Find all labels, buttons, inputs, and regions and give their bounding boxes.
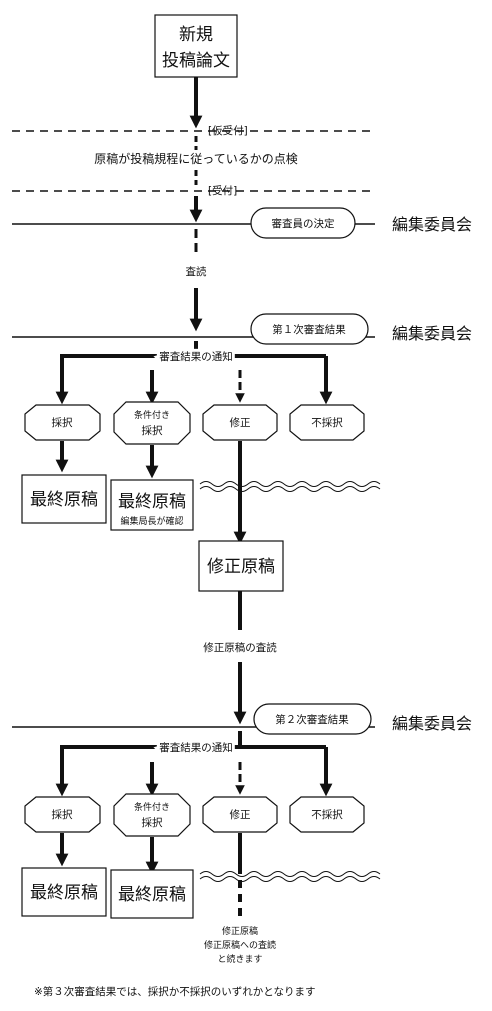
new-submission-box: 新規 投稿論文 (154, 14, 238, 78)
round1-adopt-label: 採択 (52, 416, 73, 429)
round1-conditional-final-label: 最終原稿 (118, 492, 186, 512)
footnote: ※第３次審査結果では、採択か不採択のいずれかとなります (34, 985, 315, 998)
round2-adopt-label: 採択 (52, 808, 73, 821)
round2-final-label: 最終原稿 (30, 883, 98, 903)
round2-revise-label: 修正 (230, 808, 251, 821)
round1-adopt-node: 採択 (24, 404, 101, 441)
round1-reject-label: 不採択 (311, 416, 343, 429)
first-review-result-label: 第１次審査結果 (272, 323, 346, 336)
continuation-line1: 修正原稿 (222, 925, 258, 937)
revised-review-label: 修正原稿の査読 (203, 641, 277, 654)
round2-conditional-line2: 採択 (142, 816, 163, 829)
revised-manuscript-label: 修正原稿 (207, 557, 275, 577)
result-notice-label-2: 審査結果の通知 (159, 741, 233, 754)
round2-conditional-final-label: 最終原稿 (118, 885, 186, 905)
round1-final-label: 最終原稿 (30, 490, 98, 510)
new-submission-line2: 投稿論文 (162, 51, 230, 71)
round1-final-box: 最終原稿 (21, 474, 107, 524)
round2-reject-node: 不採択 (289, 796, 365, 833)
second-review-result-label: 第２次審査結果 (275, 713, 349, 726)
peer-review-label: 査読 (186, 265, 207, 278)
continuation-line3: と続きます (217, 953, 262, 965)
continuation-line2: 修正原稿への査読 (204, 939, 276, 951)
round2-final-box: 最終原稿 (21, 867, 107, 917)
round2-adopt-node: 採択 (24, 796, 101, 833)
acceptance-label: [受付] (208, 184, 237, 197)
reviewer-decision-pill (250, 207, 356, 239)
reviewer-decision-label: 審査員の決定 (272, 217, 335, 230)
editor-confirmation-note: 編集局長が確認 (120, 515, 183, 527)
new-submission-line1: 新規 (179, 25, 213, 45)
revised-manuscript-box: 修正原稿 (198, 540, 284, 592)
provisional-acceptance-label: [仮受付] (208, 124, 248, 137)
result-notice-label-1: 審査結果の通知 (159, 350, 233, 363)
committee-label-2: 編集委員会 (392, 324, 472, 343)
round2-conditional-final-box: 最終原稿 (110, 869, 194, 919)
round1-conditional-node: 条件付き 採択 (113, 401, 191, 445)
first-review-result-pill (250, 313, 369, 345)
round2-revise-node: 修正 (202, 796, 278, 833)
committee-label-1: 編集委員会 (392, 215, 472, 234)
round1-revise-node: 修正 (202, 404, 278, 441)
round1-conditional-final-box: 最終原稿 編集局長が確認 (110, 479, 194, 531)
committee-label-3: 編集委員会 (392, 714, 472, 733)
format-check-label: 原稿が投稿規程に従っているかの点検 (94, 151, 297, 166)
round1-conditional-line1: 条件付き (134, 409, 170, 421)
round1-revise-label: 修正 (230, 416, 251, 429)
round1-conditional-line2: 採択 (142, 424, 163, 437)
round2-reject-label: 不採択 (311, 808, 343, 821)
round2-conditional-line1: 条件付き (134, 801, 170, 813)
round2-conditional-node: 条件付き 採択 (113, 793, 191, 837)
second-review-result-pill (253, 703, 372, 735)
round1-reject-node: 不採択 (289, 404, 365, 441)
